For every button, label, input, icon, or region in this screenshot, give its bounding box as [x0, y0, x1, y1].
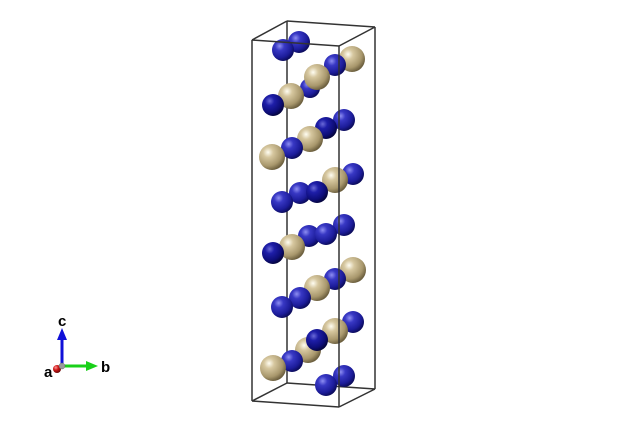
b-axis-label: b: [101, 359, 110, 376]
atom-blue: [306, 329, 328, 351]
c-axis-arrow-head: [57, 328, 67, 340]
atom-tan: [304, 275, 330, 301]
atom-tan: [322, 318, 348, 344]
atom-blue: [281, 137, 303, 159]
atom-tan: [278, 83, 304, 109]
atom-tan: [322, 167, 348, 193]
a-axis-label: a: [44, 364, 53, 381]
atom-blue: [289, 182, 311, 204]
b-axis-arrow-head: [86, 361, 98, 371]
atom-blue: [271, 191, 293, 213]
unit-cell-front-edge: [251, 20, 288, 41]
c-axis-label: c: [58, 313, 66, 330]
atom-blue: [315, 374, 337, 396]
axis-origin: [58, 362, 66, 370]
unit-cell-front-edge: [338, 26, 376, 47]
atom-tan: [259, 144, 285, 170]
unit-cell-front-edge: [338, 388, 376, 408]
atom-blue: [281, 350, 303, 372]
atom-blue: [271, 296, 293, 318]
atom-blue: [262, 94, 284, 116]
atoms: [259, 31, 366, 396]
atom-tan: [297, 126, 323, 152]
atom-blue: [289, 287, 311, 309]
unit-cell-front-edge: [286, 20, 376, 28]
atom-blue: [324, 54, 346, 76]
atom-tan: [304, 64, 330, 90]
atom-tan: [279, 234, 305, 260]
axis-indicator: c b a: [44, 313, 110, 381]
atom-blue: [315, 223, 337, 245]
atom-blue: [272, 39, 294, 61]
atom-blue: [306, 181, 328, 203]
unit-cell-front-edge: [251, 400, 340, 408]
unit-cell-front-edge: [251, 39, 340, 47]
atom-tan: [260, 355, 286, 381]
atom-tan: [340, 257, 366, 283]
unit-cell-front-edges: [251, 20, 376, 408]
unit-cell-back-edge: [251, 382, 288, 402]
atom-blue: [262, 242, 284, 264]
